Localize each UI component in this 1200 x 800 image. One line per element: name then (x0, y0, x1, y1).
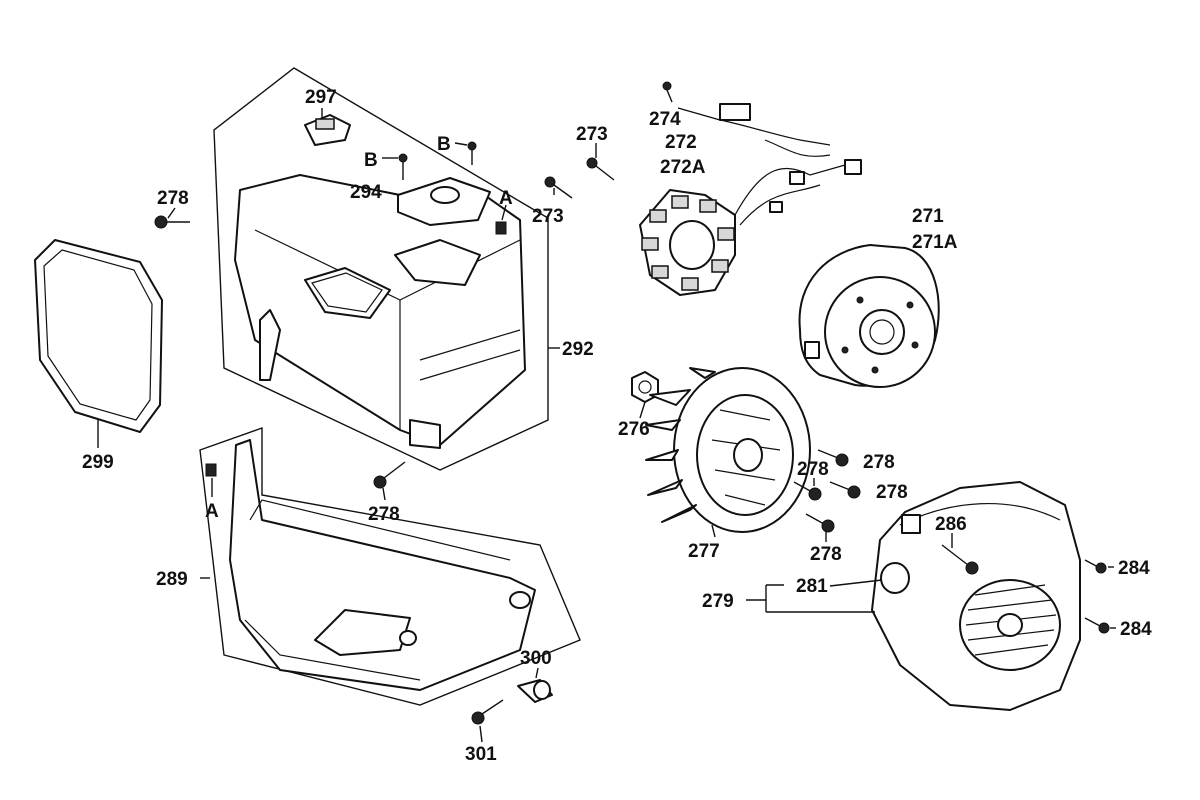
screw-284-lower (1084, 617, 1110, 634)
label-286: 286 (935, 514, 967, 535)
bolt-301 (471, 699, 504, 725)
bolt-B-right (467, 141, 477, 165)
cover-plate-294 (397, 177, 491, 226)
group-frame-289 (199, 427, 581, 706)
label-281: 281 (796, 576, 828, 597)
label-299: 299 (82, 452, 114, 473)
label-301: 301 (465, 744, 497, 765)
label-271: 271 (912, 206, 944, 227)
label-294: 294 (350, 182, 382, 203)
label-292: 292 (562, 339, 594, 360)
label-273-lower: 273 (532, 206, 564, 227)
part-labels: 297 B B 273 274 272 272A 294 273 A 278 2… (82, 87, 1152, 765)
label-279: 279 (702, 591, 734, 612)
label-289: 289 (156, 569, 188, 590)
gasket-299 (34, 239, 163, 433)
clamp-300 (517, 679, 553, 703)
clip-A-upper (495, 221, 507, 235)
label-278-middle: 278 (368, 504, 400, 525)
stator-272A (639, 189, 736, 296)
fan-cover-279 (871, 481, 1081, 711)
label-284-lower: 284 (1120, 619, 1152, 640)
label-272: 272 (665, 132, 697, 153)
plug-281 (880, 562, 910, 594)
cooling-cover-292 (234, 174, 526, 449)
screw-274 (662, 81, 673, 103)
wire-harness-272 (719, 103, 862, 226)
bolt-286 (941, 544, 979, 575)
flywheel-271 (798, 244, 940, 388)
lower-cover-289 (229, 439, 536, 691)
bolt-278-left (154, 215, 190, 229)
label-274: 274 (649, 109, 681, 130)
bolt-278-fan-2 (793, 481, 822, 501)
group-frame-292 (213, 67, 549, 471)
bolt-273-lower (544, 176, 573, 199)
label-284-upper: 284 (1118, 558, 1150, 579)
label-B-left: B (364, 150, 378, 171)
label-300: 300 (520, 648, 552, 669)
bolt-B-left (398, 153, 408, 180)
bolt-278-fan-4 (805, 513, 835, 533)
label-B-right: B (437, 134, 451, 155)
label-A-upper: A (499, 188, 513, 209)
label-278-fan-b: 278 (797, 459, 829, 480)
sensor-297 (304, 114, 351, 146)
label-273-upper: 273 (576, 124, 608, 145)
label-278-fan-d: 278 (810, 544, 842, 565)
label-278-fan-a: 278 (863, 452, 895, 473)
bolt-278-fan-3 (829, 481, 861, 499)
label-A-lower: A (205, 501, 219, 522)
screw-284-upper (1084, 559, 1107, 574)
fan-277 (645, 367, 811, 533)
clip-A-lower (205, 463, 217, 477)
bolt-278-fan-1 (817, 449, 849, 467)
bolt-278-middle (373, 461, 406, 489)
label-277: 277 (688, 541, 720, 562)
label-271A: 271A (912, 232, 958, 253)
label-278-left: 278 (157, 188, 189, 209)
label-297: 297 (305, 87, 337, 108)
label-276: 276 (618, 419, 650, 440)
bolt-273-upper (586, 157, 615, 181)
label-278-fan-c: 278 (876, 482, 908, 503)
leader-lines (97, 107, 1116, 743)
label-272A: 272A (660, 157, 706, 178)
